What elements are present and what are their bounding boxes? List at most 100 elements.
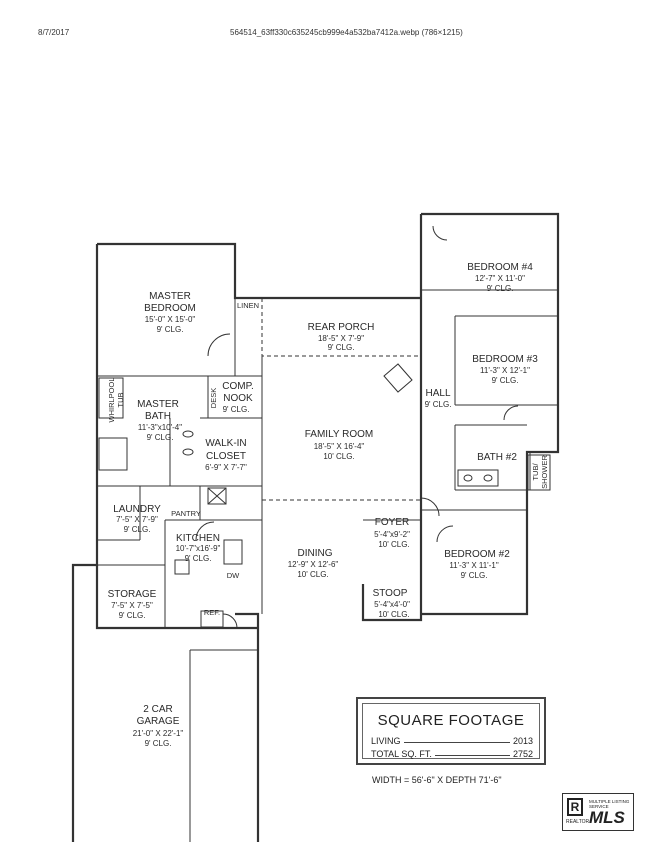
room-bedroom-3: BEDROOM #3 11'-3" X 12'-1" 9' CLG.	[472, 354, 538, 385]
room-stoop: STOOP 5'-4"x4'-0" 10' CLG.	[373, 588, 411, 619]
garage-name2: GARAGE	[137, 716, 180, 727]
whirlpool-label: WHIRLPOOL	[107, 377, 116, 422]
dining-dim: 12'-9" X 12'-6"	[288, 560, 339, 569]
realtor-mls-logo: R REALTOR MULTIPLE LISTING SERVICE MLS	[562, 793, 634, 831]
room-rear-porch: REAR PORCH 18'-5" X 7'-9" 9' CLG.	[308, 322, 375, 352]
room-walk-in-closet: WALK-IN CLOSET 6'-9" X 7'-7"	[205, 438, 247, 472]
dining-clg: 10' CLG.	[297, 570, 328, 579]
living-label: LIVING	[371, 736, 401, 746]
laundry-clg: 9' CLG.	[124, 525, 151, 534]
stoop-name: STOOP	[373, 588, 408, 599]
rear-porch-dim: 18'-5" X 7'-9"	[318, 334, 364, 343]
exterior-walls	[71, 212, 560, 842]
total-value: 2752	[512, 749, 533, 759]
bath2-label: BATH #2	[477, 452, 517, 463]
closet-name2: CLOSET	[206, 451, 246, 462]
room-family-room: FAMILY ROOM 18'-5" X 16'-4" 10' CLG.	[305, 429, 374, 461]
overall-dimensions: WIDTH = 56'-6" X DEPTH 71'-6"	[372, 775, 502, 785]
laundry-dim: 7'-5" X 7'-9"	[116, 515, 158, 524]
interior-walls	[97, 289, 558, 628]
garage-clg: 9' CLG.	[145, 739, 172, 748]
bedroom3-dim: 11'-3" X 12'-1"	[480, 366, 530, 375]
rear-porch-clg: 9' CLG.	[328, 343, 355, 352]
fixtures	[98, 363, 551, 628]
square-footage-box: SQUARE FOOTAGE LIVING 2013 TOTAL SQ. FT.…	[356, 697, 546, 765]
ref-label: REF.	[204, 608, 220, 617]
bedroom3-clg: 9' CLG.	[492, 376, 519, 385]
room-tub-shower: TUB/ SHOWER	[531, 455, 549, 489]
square-footage-inner: SQUARE FOOTAGE LIVING 2013 TOTAL SQ. FT.…	[362, 703, 540, 759]
family-room-clg: 10' CLG.	[323, 452, 354, 461]
room-kitchen: KITCHEN 10'-7"x16'-9" 9' CLG.	[176, 533, 221, 563]
bedroom4-dim: 12'-7" X 11'-0"	[475, 274, 525, 283]
realtor-text: REALTOR	[566, 819, 590, 825]
master-bedroom-dim: 15'-0" X 15'-0"	[145, 315, 196, 324]
kitchen-name: KITCHEN	[176, 533, 220, 544]
foyer-dim: 5'-4"x9'-2"	[374, 530, 410, 539]
tub-shower-2: SHOWER	[540, 455, 549, 489]
tub-label: TUB	[116, 393, 125, 408]
kitchen-dim: 10'-7"x16'-9"	[176, 544, 221, 553]
room-foyer: FOYER 5'-4"x9'-2" 10' CLG.	[374, 517, 410, 549]
bedroom4-name: BEDROOM #4	[467, 262, 533, 273]
linen-label: LINEN	[237, 301, 259, 310]
bedroom2-clg: 9' CLG.	[461, 571, 488, 580]
comp-nook-clg: 9' CLG.	[223, 405, 250, 414]
room-laundry: LAUNDRY 7'-5" X 7'-9" 9' CLG.	[113, 504, 161, 534]
mls-text: MLS	[589, 808, 625, 827]
foyer-name: FOYER	[375, 517, 409, 528]
master-bath-name2: BATH	[145, 411, 171, 422]
bedroom3-name: BEDROOM #3	[472, 354, 538, 365]
living-row: LIVING 2013	[371, 736, 533, 746]
realtor-r-icon: R	[567, 798, 583, 816]
garage-name: 2 CAR	[143, 704, 172, 715]
kitchen-clg: 9' CLG.	[185, 554, 212, 563]
foyer-clg: 10' CLG.	[378, 540, 409, 549]
family-room-dim: 18'-5" X 16'-4"	[314, 442, 365, 451]
storage-name: STORAGE	[108, 589, 157, 600]
closet-name: WALK-IN	[205, 438, 246, 449]
total-label: TOTAL SQ. FT.	[371, 749, 432, 759]
master-bath-clg: 9' CLG.	[147, 433, 174, 442]
master-bedroom-name: MASTER	[149, 291, 191, 302]
closet-dim: 6'-9" X 7'-7"	[205, 463, 247, 472]
room-storage: STORAGE 7'-5" X 7'-5" 9' CLG.	[108, 589, 157, 620]
tub-shower-1: TUB/	[531, 463, 540, 481]
room-garage: 2 CAR GARAGE 21'-0" X 22'-1" 9' CLG.	[133, 704, 184, 748]
storage-clg: 9' CLG.	[119, 611, 146, 620]
stoop-dim: 5'-4"x4'-0"	[374, 600, 410, 609]
total-leader	[434, 749, 510, 756]
hall-clg: 9' CLG.	[425, 400, 452, 409]
comp-nook-name2: NOOK	[223, 393, 253, 404]
master-bath-name: MASTER	[137, 399, 179, 410]
room-bedroom-2: BEDROOM #2 11'-3" X 11'-1" 9' CLG.	[444, 549, 510, 580]
master-bedroom-name2: BEDROOM	[144, 303, 196, 314]
master-bedroom-clg: 9' CLG.	[157, 325, 184, 334]
bedroom2-name: BEDROOM #2	[444, 549, 510, 560]
dining-name: DINING	[298, 548, 333, 559]
laundry-name: LAUNDRY	[113, 504, 161, 515]
square-footage-title: SQUARE FOOTAGE	[377, 712, 525, 729]
bedroom2-dim: 11'-3" X 11'-1"	[449, 561, 499, 570]
living-leader	[403, 736, 510, 743]
room-bedroom-4: BEDROOM #4 12'-7" X 11'-0" 9' CLG.	[467, 262, 533, 293]
storage-dim: 7'-5" X 7'-5"	[111, 601, 153, 610]
rear-porch-name: REAR PORCH	[308, 322, 375, 333]
master-bath-dim: 11'-3"x10'-4"	[138, 423, 182, 432]
total-row: TOTAL SQ. FT. 2752	[371, 749, 533, 759]
hall-name: HALL	[425, 388, 450, 399]
room-master-bath: MASTER BATH 11'-3"x10'-4" 9' CLG.	[137, 399, 182, 442]
dw-label: DW	[227, 571, 240, 580]
room-master-bedroom: MASTER BEDROOM 15'-0" X 15'-0" 9' CLG.	[144, 291, 196, 334]
stoop-clg: 10' CLG.	[378, 610, 409, 619]
desk-label: DESK	[209, 388, 218, 408]
living-value: 2013	[512, 736, 533, 746]
pantry-label: PANTRY	[171, 509, 201, 518]
door-swings	[195, 225, 519, 629]
comp-nook-name: COMP.	[222, 381, 254, 392]
mls-top-text: MULTIPLE LISTING SERVICE	[589, 799, 630, 809]
room-whirlpool: WHIRLPOOL TUB	[107, 377, 125, 422]
print-filename: 564514_63ff330c635245cb999e4a532ba7412a.…	[230, 28, 463, 37]
garage-dim: 21'-0" X 22'-1"	[133, 729, 184, 738]
